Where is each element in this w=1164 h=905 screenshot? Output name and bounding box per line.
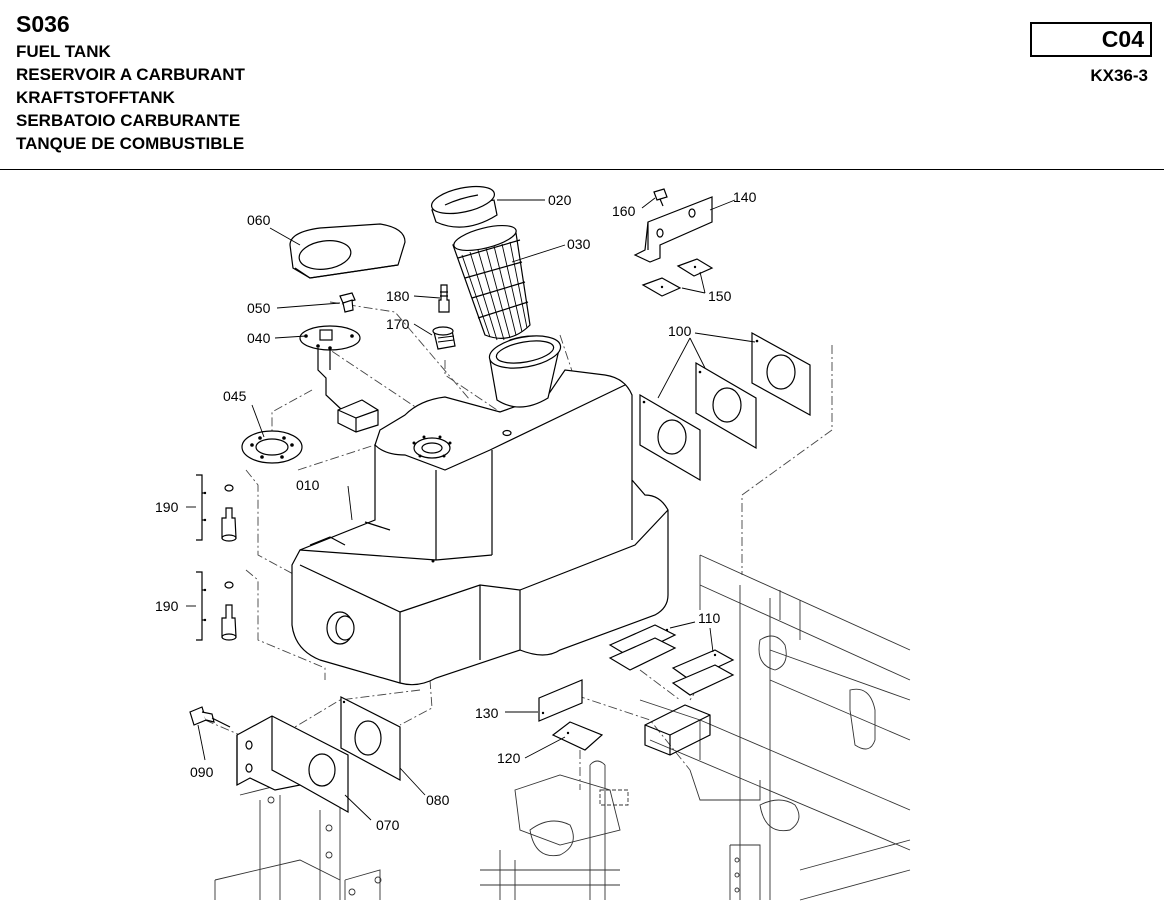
bolt-160 bbox=[653, 188, 668, 207]
callout-160: 160 bbox=[612, 203, 636, 219]
callout-030: 030 bbox=[567, 236, 591, 252]
callout-050: 050 bbox=[247, 300, 271, 316]
gasket-plates-100 bbox=[639, 331, 811, 482]
cap-020 bbox=[430, 185, 498, 228]
callout-labels: 010 020 030 040 045 050 060 070 080 090 … bbox=[155, 189, 757, 833]
callout-110: 110 bbox=[698, 610, 721, 626]
callout-080: 080 bbox=[426, 792, 450, 808]
plate-080 bbox=[340, 696, 401, 782]
section-code: S036 bbox=[16, 11, 70, 37]
leader-lines bbox=[186, 197, 756, 821]
header-divider bbox=[0, 169, 1164, 170]
callout-070: 070 bbox=[376, 817, 400, 833]
title-de: KRAFTSTOFFTANK bbox=[16, 88, 175, 107]
cover-060 bbox=[289, 223, 406, 279]
callout-060: 060 bbox=[247, 212, 271, 228]
bracket-070 bbox=[236, 715, 349, 814]
callout-170: 170 bbox=[386, 316, 410, 332]
title-fr: RESERVOIR A CARBURANT bbox=[16, 65, 245, 84]
callout-040: 040 bbox=[247, 330, 271, 346]
plate-130 bbox=[538, 679, 583, 722]
bolt-090 bbox=[189, 706, 231, 728]
callout-010: 010 bbox=[296, 477, 320, 493]
plug-170 bbox=[432, 326, 456, 350]
callout-150: 150 bbox=[708, 288, 732, 304]
callout-190-lower: 190 bbox=[155, 598, 179, 614]
bracket-140 bbox=[633, 196, 713, 263]
sender-unit-040 bbox=[299, 325, 379, 433]
title-en: FUEL TANK bbox=[16, 42, 111, 61]
callout-130: 130 bbox=[475, 705, 499, 721]
callout-140: 140 bbox=[733, 189, 757, 205]
pads-150 bbox=[641, 258, 714, 297]
title-it: SERBATOIO CARBURANTE bbox=[16, 111, 241, 130]
connector-190b bbox=[196, 571, 237, 641]
screw-050 bbox=[339, 292, 356, 313]
callout-190-upper: 190 bbox=[155, 499, 179, 515]
title-es: TANQUE DE COMBUSTIBLE bbox=[16, 134, 245, 153]
header-block: S036 FUEL TANK RESERVOIR A CARBURANT KRA… bbox=[16, 10, 245, 155]
callout-100: 100 bbox=[668, 323, 692, 339]
callout-180: 180 bbox=[386, 288, 410, 304]
fitting-180 bbox=[438, 284, 450, 313]
callout-020: 020 bbox=[548, 192, 572, 208]
model-label: KX36-3 bbox=[1090, 66, 1148, 85]
pads-110 bbox=[608, 624, 735, 756]
plate-120 bbox=[551, 721, 604, 751]
connector-190a bbox=[196, 474, 237, 542]
strainer-030 bbox=[452, 224, 531, 341]
callout-045: 045 bbox=[223, 388, 247, 404]
callout-120: 120 bbox=[497, 750, 521, 766]
gasket-045 bbox=[241, 430, 303, 464]
page-code-box: C04 bbox=[1030, 22, 1152, 57]
callout-090: 090 bbox=[190, 764, 214, 780]
fuel-tank-010 bbox=[291, 335, 669, 686]
